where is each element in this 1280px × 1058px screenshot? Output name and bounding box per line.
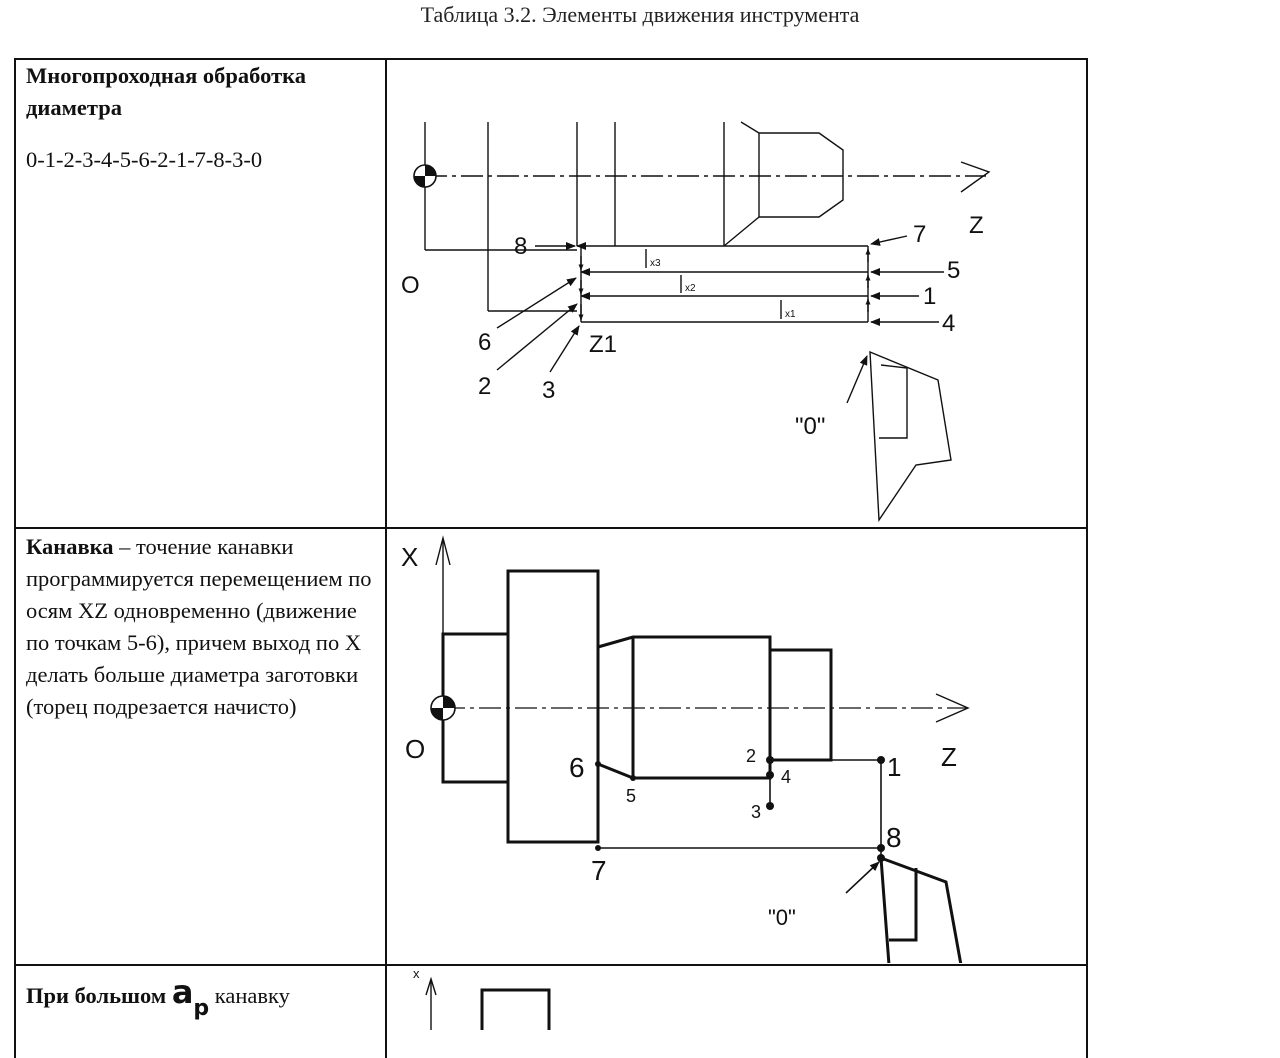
large-ap-groove-diagram: x <box>413 966 551 1030</box>
row3-text-cell: При большом ap канавку <box>26 973 381 1021</box>
fig3-x-axis-label: x <box>413 966 420 981</box>
row2-title: Канавка <box>26 534 114 559</box>
multipass-turning-diagram: O Z Z1 "0" 1 2 3 4 5 6 7 8 x3 x2 x1 <box>401 121 991 523</box>
row2-description: – точение канавки программируется переме… <box>26 534 372 719</box>
fig1-origin-label: O <box>401 272 420 299</box>
motion-elements-table: Многопроходная обработка диаметра 0-1-2-… <box>14 58 1088 1058</box>
fig2-zero-label: "0" <box>768 905 796 930</box>
fig2-x-axis-label: X <box>401 542 418 572</box>
row-divider-1 <box>14 527 1088 529</box>
fig1-dim-x2: x2 <box>685 283 696 294</box>
fig2-origin-label: O <box>405 734 425 764</box>
row1-title: Многопроходная обработка диаметра <box>26 63 307 120</box>
row3-title-end: канавку <box>209 983 290 1008</box>
fig1-dim-x1: x1 <box>785 309 796 320</box>
fig2-point-6: 6 <box>569 752 585 783</box>
fig2-point-4: 4 <box>781 767 791 787</box>
row2-text-cell: Канавка – точение канавки программируетс… <box>26 531 381 723</box>
fig1-point-5: 5 <box>947 257 960 284</box>
ap-subscript: p <box>193 996 210 1021</box>
fig1-zero-label: "0" <box>795 413 825 440</box>
origin-symbol-icon <box>430 695 456 721</box>
fig1-point-6: 6 <box>478 329 491 356</box>
fig2-point-3: 3 <box>751 802 761 822</box>
fig2-point-2: 2 <box>746 746 756 766</box>
fig1-point-4: 4 <box>942 310 955 337</box>
table-border-top <box>14 58 1088 60</box>
column-divider <box>385 58 387 1058</box>
table-border-left <box>14 58 16 1058</box>
table-caption: Таблица 3.2. Элементы движения инструмен… <box>420 2 860 27</box>
fig1-point-3: 3 <box>542 377 555 404</box>
groove-turning-diagram: X Z O 1 2 3 4 5 6 7 8 "0" <box>401 535 970 963</box>
fig2-point-7: 7 <box>591 855 607 886</box>
fig2-path-points <box>595 756 885 862</box>
table-border-right <box>1086 58 1088 1058</box>
origin-symbol-icon <box>413 164 437 188</box>
fig1-point-7: 7 <box>913 221 926 248</box>
fig1-z1-label: Z1 <box>589 331 617 358</box>
fig2-point-8: 8 <box>886 822 902 853</box>
fig1-dim-x3: x3 <box>650 258 661 269</box>
fig1-z-axis-label: Z <box>969 212 984 239</box>
fig1-point-2: 2 <box>478 373 491 400</box>
row-divider-2 <box>14 964 1088 966</box>
row1-sequence: 0-1-2-3-4-5-6-2-1-7-8-3-0 <box>26 147 263 172</box>
row3-title-start: При большом <box>26 983 172 1008</box>
fig1-point-1: 1 <box>923 283 936 310</box>
ap-symbol: a <box>171 973 194 1011</box>
fig2-point-5: 5 <box>626 786 636 806</box>
fig2-z-axis-label: Z <box>941 742 957 772</box>
row1-text-cell: Многопроходная обработка диаметра 0-1-2-… <box>26 60 381 176</box>
fig2-point-1: 1 <box>887 752 901 782</box>
fig1-point-8: 8 <box>514 233 527 260</box>
